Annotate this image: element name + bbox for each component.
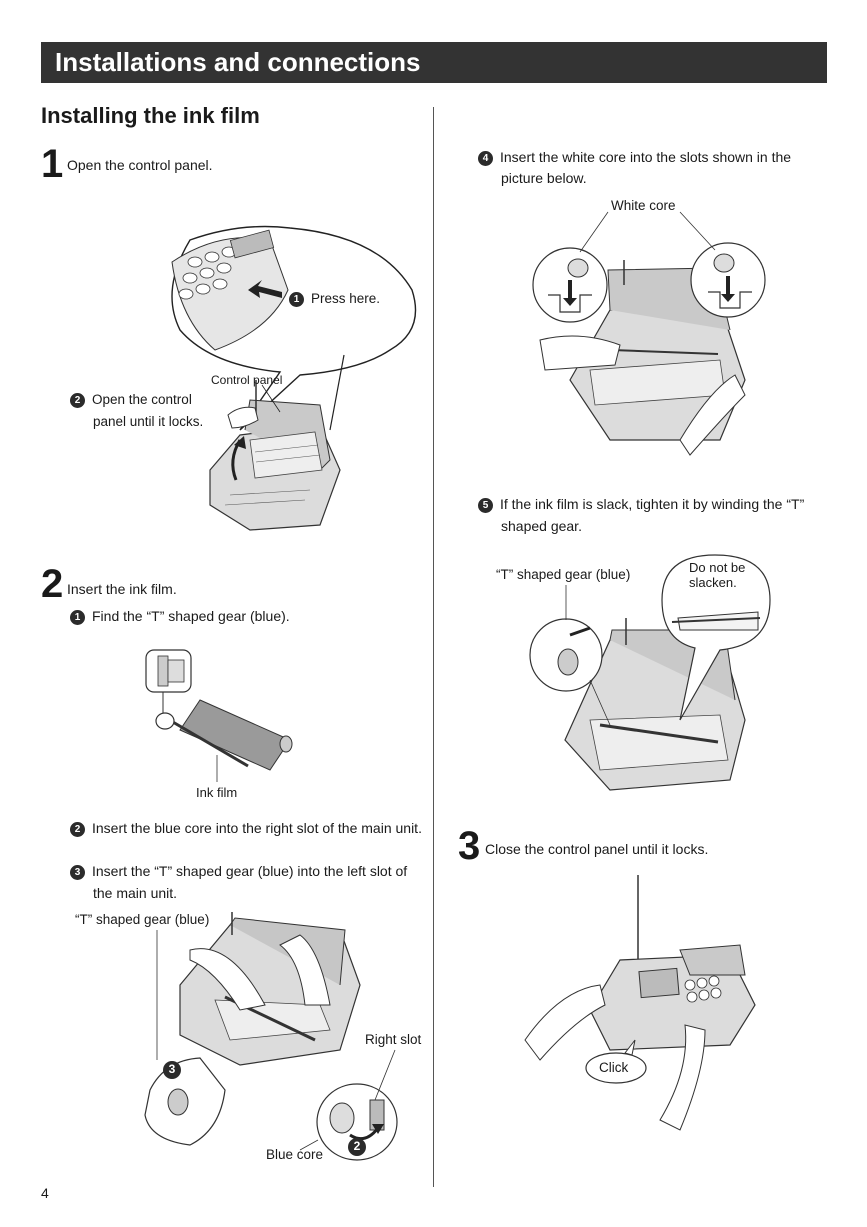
substep-insert-blue-core-text: Insert the blue core into the right slot… <box>92 820 422 836</box>
marker-4-icon: 4 <box>478 151 493 166</box>
step-1-text: Open the control panel. <box>67 157 213 173</box>
step-3-text: Close the control panel until it locks. <box>485 841 709 857</box>
column-divider <box>433 107 434 1187</box>
substep-insert-white-core-text-1: Insert the white core into the slots sho… <box>500 149 792 165</box>
marker-1-icon: 1 <box>289 292 304 307</box>
press-here-callout: 1 Press here. <box>289 290 380 307</box>
blue-core-label: Blue core <box>266 1147 324 1162</box>
marker-2-icon: 2 <box>70 822 85 837</box>
page-number: 4 <box>41 1185 49 1201</box>
do-not-slacken-line-2: slacken. <box>689 575 737 590</box>
open-control-line-1: Open the control <box>92 392 192 407</box>
click-label: Click <box>599 1060 629 1075</box>
step-2-number: 2 <box>41 562 64 606</box>
marker-5-icon: 5 <box>478 498 493 513</box>
section-header-title: Installations and connections <box>55 47 421 77</box>
substep-insert-t-gear-text-1: Insert the “T” shaped gear (blue) into t… <box>92 863 408 879</box>
press-here-label: Press here. <box>311 291 381 306</box>
substep-insert-blue-core: 2 Insert the blue core into the right slo… <box>70 816 422 840</box>
step-1-number: 1 <box>41 142 64 186</box>
substep-insert-t-gear: 3 Insert the “T” shaped gear (blue) into … <box>70 859 407 883</box>
substep-tighten-text-2: shaped gear. <box>501 518 582 534</box>
substep-find-gear-text: Find the “T” shaped gear (blue). <box>92 608 290 624</box>
step-2-text: Insert the ink film. <box>67 581 177 597</box>
t-gear-label-right: “T” shaped gear (blue) <box>496 567 631 582</box>
white-core-label: White core <box>611 198 676 213</box>
t-gear-label-left: “T” shaped gear (blue) <box>75 912 210 927</box>
right-slot-label: Right slot <box>365 1032 422 1047</box>
do-not-slacken-line-1: Do not be <box>689 560 746 575</box>
section-header-bar: Installations and connections <box>41 42 827 83</box>
substep-insert-t-gear-text-2: the main unit. <box>93 885 178 901</box>
marker-3-icon: 3 <box>70 865 85 880</box>
figure-marker-3: 3 <box>168 1062 176 1076</box>
ink-film-label: Ink film <box>196 785 238 800</box>
substep-tighten-text-1: If the ink film is slack, tighten it by … <box>500 496 805 512</box>
page-title: Installing the ink film <box>41 103 260 128</box>
substep-insert-white-core: 4 Insert the white core into the slots sh… <box>478 145 791 169</box>
open-control-line-2: panel until it locks. <box>93 414 204 429</box>
step-3-number: 3 <box>458 824 481 868</box>
figure-marker-2: 2 <box>353 1139 361 1153</box>
substep-tighten: 5 If the ink film is slack, tighten it by… <box>478 492 804 516</box>
control-panel-label: Control panel <box>211 373 283 387</box>
open-control-callout: 2 Open the control <box>70 391 192 408</box>
substep-insert-white-core-text-2: picture below. <box>501 170 587 186</box>
substep-find-gear: 1 Find the “T” shaped gear (blue). <box>70 604 290 628</box>
marker-1-icon: 1 <box>70 610 85 625</box>
marker-2-icon: 2 <box>70 393 85 408</box>
